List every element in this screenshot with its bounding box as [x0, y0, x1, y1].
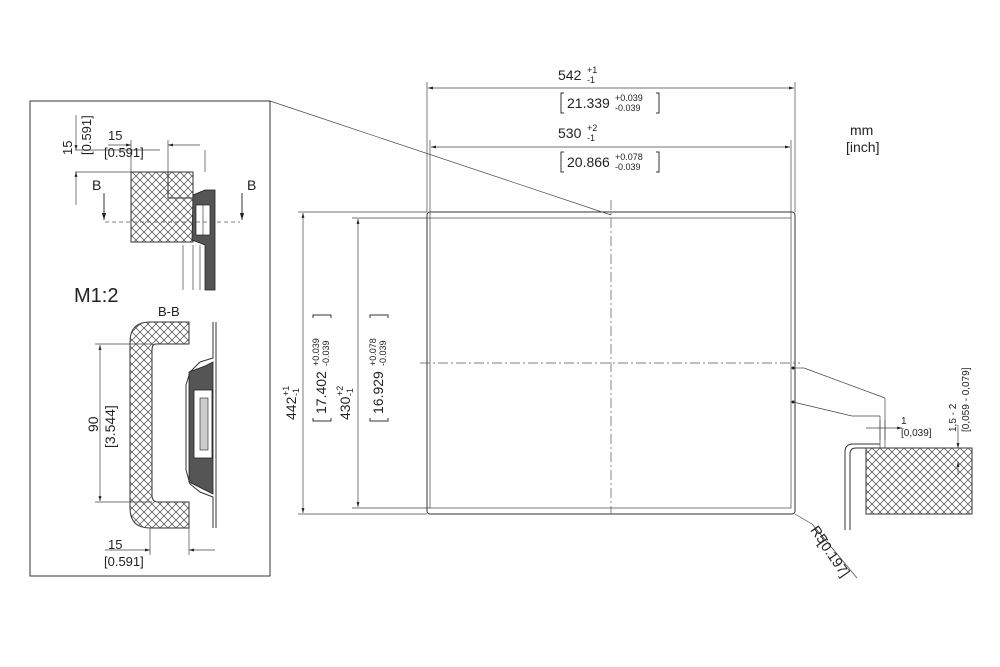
gap-inch-label: [0,039] [901, 428, 932, 439]
inner-height-text: 430 +2 -1 [335, 386, 355, 420]
bb-section-view [95, 321, 217, 555]
panel-cutout-detail [791, 366, 973, 530]
gap-label: 1 [901, 416, 907, 427]
outer-width-label: 542 [558, 67, 582, 83]
svg-text:90: 90 [85, 416, 101, 432]
detail-height-inch-text: [3.544] [102, 405, 118, 448]
inner-width-label: 530 [558, 125, 582, 141]
mounting-panel-section [865, 447, 973, 515]
outer-height-inch-text: 17.402 +0.039 -0.039 [311, 314, 332, 422]
radius-leader [794, 513, 813, 525]
detail-top-h-inch: [0.591] [104, 145, 144, 160]
outer-width-tol-dn: -1 [587, 75, 595, 85]
svg-text:-0.039: -0.039 [321, 340, 331, 366]
section-marker-left: B [92, 177, 101, 193]
section-label: B-B [158, 304, 180, 319]
outer-width-tol-up: +1 [587, 65, 597, 75]
svg-text:16.929: 16.929 [370, 371, 386, 414]
detail-leader [269, 100, 612, 216]
svg-text:[0.591]: [0.591] [79, 115, 94, 155]
svg-text:442: 442 [283, 396, 299, 420]
inner-width-inch-tol-up: +0.078 [615, 152, 643, 162]
detail-top-v-text: 15 [60, 141, 75, 155]
front-view [269, 82, 858, 579]
svg-text:-0.039: -0.039 [378, 340, 388, 366]
detail-bottom-label: 15 [108, 537, 122, 552]
svg-text:-1: -1 [345, 388, 355, 396]
detail-height-text: 90 [85, 416, 101, 432]
inner-width-inch-tol-dn: -0.039 [615, 162, 641, 172]
panel-thickness-inch-text: [0,059 - 0,079] [961, 367, 972, 432]
svg-text:1,5 - 2: 1,5 - 2 [948, 403, 959, 432]
top-section-view [74, 115, 245, 291]
svg-text:[3.544]: [3.544] [102, 405, 118, 448]
inner-height-inch-text: 16.929 +0.078 -0.039 [368, 314, 389, 422]
outer-height-text: 442 +1 -1 [281, 386, 301, 420]
scale-label: M1:2 [74, 285, 118, 307]
detail-bottom-inch: [0.591] [104, 554, 144, 569]
inner-width-tol-dn: -1 [587, 133, 595, 143]
inner-frame [429, 217, 792, 509]
detail-top-v-inch-text: [0.591] [79, 115, 94, 155]
panel-thickness-text: 1,5 - 2 [948, 403, 959, 432]
detail-top-h-label: 15 [108, 128, 122, 143]
outer-width-inch: 21.339 [567, 95, 610, 111]
svg-text:+0.039: +0.039 [311, 338, 321, 366]
radius-inch-text: [0.197] [816, 536, 854, 580]
bracket-right [656, 151, 660, 173]
svg-text:17.402: 17.402 [313, 371, 329, 414]
svg-text:-1: -1 [291, 388, 301, 396]
detail-box [29, 100, 271, 577]
bracket-left [560, 151, 564, 173]
section-marker-right: B [247, 177, 256, 193]
svg-text:+1: +1 [281, 386, 291, 396]
units-mm: mm [850, 122, 873, 138]
svg-text:430: 430 [337, 396, 353, 420]
outer-width-inch-tol-dn: -0.039 [615, 103, 641, 113]
svg-text:15: 15 [60, 141, 75, 155]
inner-width-inch: 20.866 [567, 154, 610, 170]
svg-text:+0.078: +0.078 [368, 338, 378, 366]
bracket-left [560, 92, 564, 114]
units-inch: [inch] [846, 139, 879, 155]
inner-width-tol-up: +2 [587, 123, 597, 133]
bracket-right [656, 92, 660, 114]
svg-text:+2: +2 [335, 386, 345, 396]
svg-text:[0,059 - 0,079]: [0,059 - 0,079] [961, 367, 972, 432]
svg-text:[0.197]: [0.197] [816, 536, 854, 580]
radius-leader-2 [811, 523, 858, 579]
outer-width-inch-tol-up: +0.039 [615, 93, 643, 103]
